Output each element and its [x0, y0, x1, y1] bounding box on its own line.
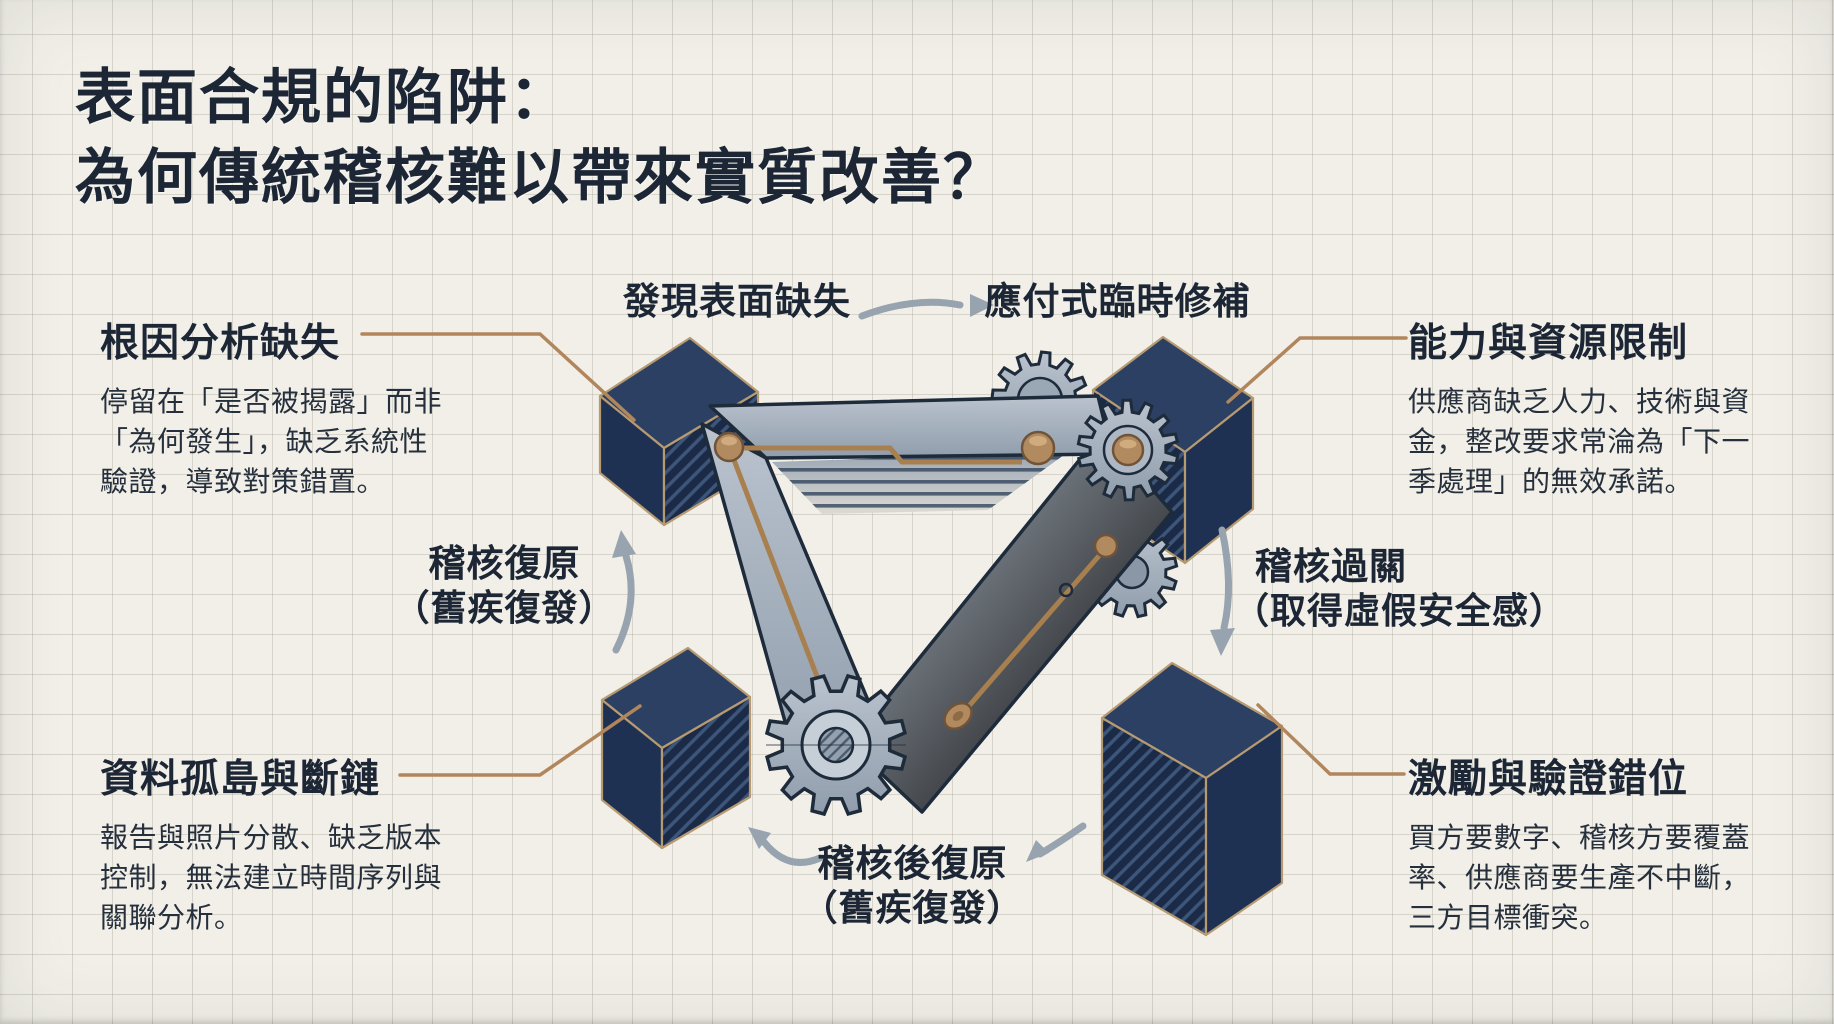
arrow-left-up	[612, 552, 635, 654]
cycle-step-audit-pass-line1: 稽核過關	[1255, 546, 1407, 587]
cycle-step-audit-relapse: 稽核復原 （舊疾復發）	[392, 542, 617, 630]
cycle-arrows	[612, 294, 1235, 866]
arrow-bottom-left	[760, 838, 824, 866]
page-title-line1: 表面合規的陷阱：	[75, 64, 571, 131]
connector-top-left	[360, 332, 636, 422]
gear-bottom-large	[764, 673, 908, 817]
connector-top-right	[1226, 336, 1408, 404]
copper-details	[713, 430, 1119, 731]
callout-connectors	[360, 332, 1408, 777]
page-title-line2: 為何傳統稽核難以帶來實質改善？	[75, 144, 1005, 211]
cycle-step-audit-relapse-line1: 稽核復原	[428, 543, 581, 584]
callout-bottom-left-body: 報告與照片分散、缺乏版本 控制，無法建立時間序列與 關聯分析。	[100, 822, 443, 933]
callout-bottom-right-heading: 激勵與驗證錯位	[1408, 758, 1689, 801]
arrow-bottom-right	[1036, 822, 1087, 858]
screw-small	[1058, 582, 1074, 598]
hole-shading-stripes	[772, 452, 1068, 514]
callout-top-left-body: 停留在「是否被揭露」而非 「為何發生」，缺乏系統性 驗證，導致對策錯置。	[100, 386, 443, 497]
cycle-step-find-defects: 發現表面缺失	[623, 281, 851, 322]
arrow-top	[858, 298, 964, 320]
nub-right-upper	[1093, 533, 1119, 559]
connector-bottom-left	[398, 704, 642, 777]
callout-top-left: 根因分析缺失 停留在「是否被揭露」而非 「為何發生」，缺乏系統性 驗證，導致對策…	[100, 312, 500, 502]
cube-bottom-left	[600, 646, 752, 850]
callout-bottom-right-body: 買方要數字、稽核方要覆蓋 率、供應商要生產不中斷， 三方目標衝突。	[1408, 822, 1751, 933]
cycle-step-revert-after-audit-line2: （舊疾復發）	[801, 887, 1024, 928]
callout-bottom-right: 激勵與驗證錯位 買方要數字、稽核方要覆蓋 率、供應商要生產不中斷， 三方目標衝突…	[1408, 748, 1808, 938]
callout-top-right-body: 供應商缺乏人力、技術與資 金，整改要求常淪為「下一 季處理」的無效承諾。	[1408, 386, 1751, 497]
cycle-step-revert-after-audit: 稽核後復原 （舊疾復發）	[790, 842, 1035, 930]
cycle-step-quick-patch: 應付式臨時修補	[984, 281, 1251, 322]
callout-top-right-heading: 能力與資源限制	[1408, 322, 1689, 365]
callout-bottom-left-heading: 資料孤島與斷鏈	[100, 758, 381, 801]
cycle-step-audit-relapse-line2: （舊疾復發）	[393, 587, 616, 628]
cube-bottom-right	[1100, 661, 1284, 937]
triangle-bars	[700, 394, 1174, 814]
callout-top-left-heading: 根因分析缺失	[100, 322, 341, 365]
callout-top-right: 能力與資源限制 供應商缺乏人力、技術與資 金，整改要求常淪為「下一 季處理」的無…	[1408, 312, 1808, 502]
cycle-step-audit-pass: 稽核過關 （取得虛假安全感）	[1233, 545, 1566, 633]
cycle-step-audit-pass-line2: （取得虛假安全感）	[1233, 590, 1567, 631]
gear-top-right	[1076, 398, 1180, 502]
page-title: 表面合規的陷阱： 為何傳統稽核難以帶來實質改善？	[75, 58, 1005, 218]
cycle-step-revert-after-audit-line1: 稽核後復原	[817, 843, 1008, 884]
arrow-right-down	[1218, 526, 1232, 632]
connector-bottom-right	[1256, 703, 1406, 776]
callout-bottom-left: 資料孤島與斷鏈 報告與照片分散、缺乏版本 控制，無法建立時間序列與 關聯分析。	[100, 748, 500, 938]
